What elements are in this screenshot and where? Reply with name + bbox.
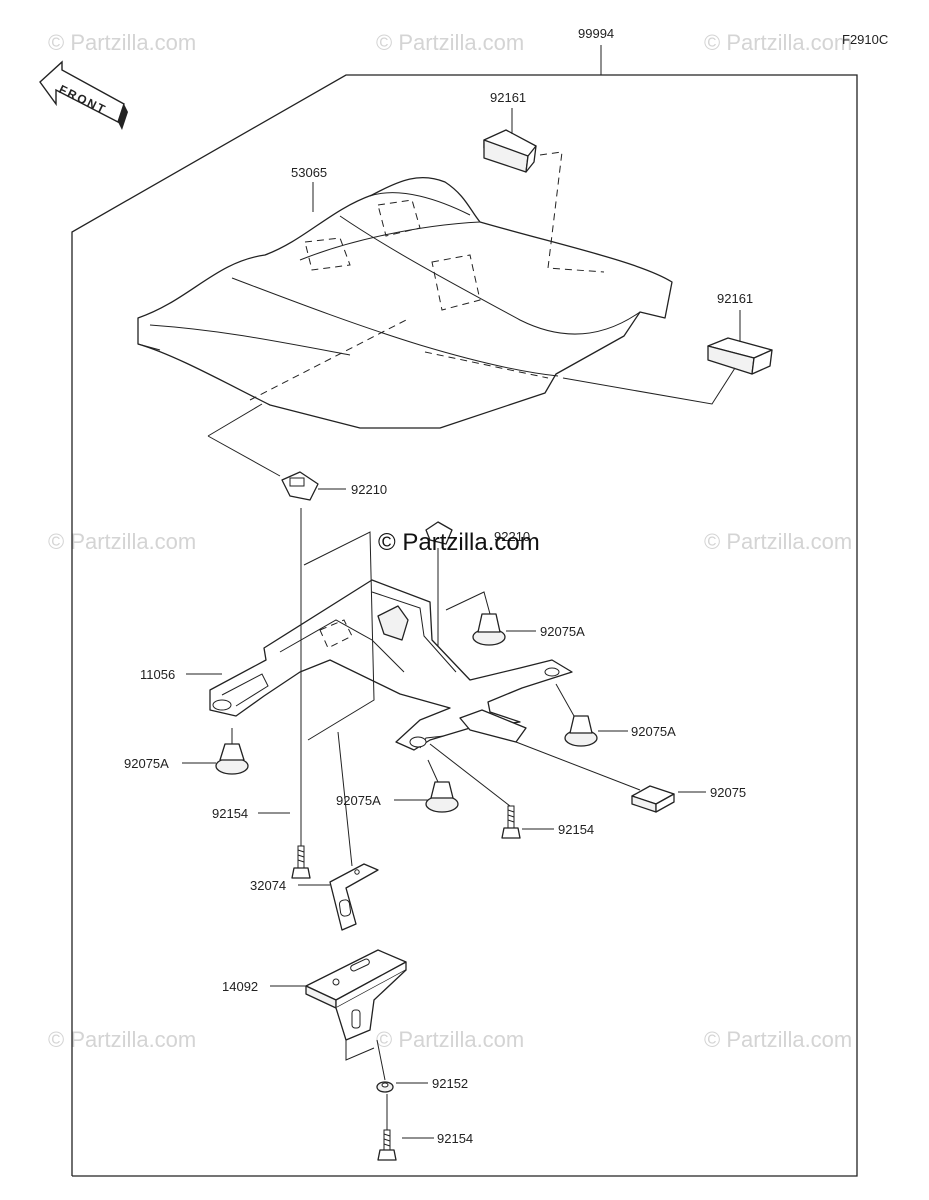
watermark-text: © Partzilla.com <box>48 1027 196 1052</box>
callout-92075A-4: 92075A <box>336 793 381 808</box>
nut-92152: 92152 <box>376 1039 468 1093</box>
bolt-92154-bottom: 92154 <box>377 1094 473 1161</box>
callout-99994: 99994 <box>578 26 614 41</box>
damper-92161-top: 92161 <box>483 90 605 273</box>
bracket-11056: 11056 <box>140 531 573 751</box>
stay-32074: 32074 <box>250 731 379 931</box>
watermark-text: © Partzilla.com <box>376 30 524 55</box>
callout-92154-left: 92154 <box>212 806 248 821</box>
callout-32074: 32074 <box>250 878 286 893</box>
callout-92161-right: 92161 <box>717 291 753 306</box>
callout-92154-center: 92154 <box>558 822 594 837</box>
bolt-92154-left: 92154 <box>212 508 311 879</box>
callout-14092: 14092 <box>222 979 258 994</box>
watermark-text: © Partzilla.com <box>704 1027 852 1052</box>
watermark-text: © Partzilla.com <box>704 529 852 554</box>
pad-92075: 92075 <box>515 741 746 813</box>
callout-92154-bottom: 92154 <box>437 1131 473 1146</box>
watermark-text: © Partzilla.com <box>48 529 196 554</box>
callout-92161-top: 92161 <box>490 90 526 105</box>
bolt-92154-center: 92154 <box>429 743 594 839</box>
callout-92075A-3: 92075A <box>124 756 169 771</box>
damper-92161-right: 92161 <box>562 291 773 405</box>
callout-92075A-1: 92075A <box>540 624 585 639</box>
callout-92152: 92152 <box>432 1076 468 1091</box>
callout-92210-left: 92210 <box>351 482 387 497</box>
watermark-main: © Partzilla.com <box>378 529 540 556</box>
callout-92075A-2: 92075A <box>631 724 676 739</box>
watermark-text: © Partzilla.com <box>376 1027 524 1052</box>
cushion-92075A-3: 92075A <box>124 728 249 775</box>
callout-92210-center: 92210 <box>494 529 530 544</box>
watermark-text: © Partzilla.com <box>704 30 852 55</box>
clip-92210-center: 92210 <box>425 521 530 685</box>
cushion-92075A-4: 92075A <box>336 759 459 813</box>
bracket-14092: 14092 <box>222 949 407 1061</box>
front-direction-arrow-icon: FRONT <box>39 60 128 130</box>
cushion-92075A-1: 92075A <box>445 591 585 646</box>
callout-11056: 11056 <box>140 667 175 682</box>
clip-92210-left: 92210 <box>207 403 387 501</box>
seat-cover-53065: 53065 <box>137 165 673 429</box>
watermark-text: © Partzilla.com <box>48 30 196 55</box>
diagram-code: F2910C <box>842 32 888 47</box>
callout-53065: 53065 <box>291 165 327 180</box>
callout-92075: 92075 <box>710 785 746 800</box>
cushion-92075A-2: 92075A <box>555 683 676 747</box>
assembly-frame: 99994 <box>71 26 858 1177</box>
watermarks: © Partzilla.com © Partzilla.com © Partzi… <box>48 30 852 1052</box>
